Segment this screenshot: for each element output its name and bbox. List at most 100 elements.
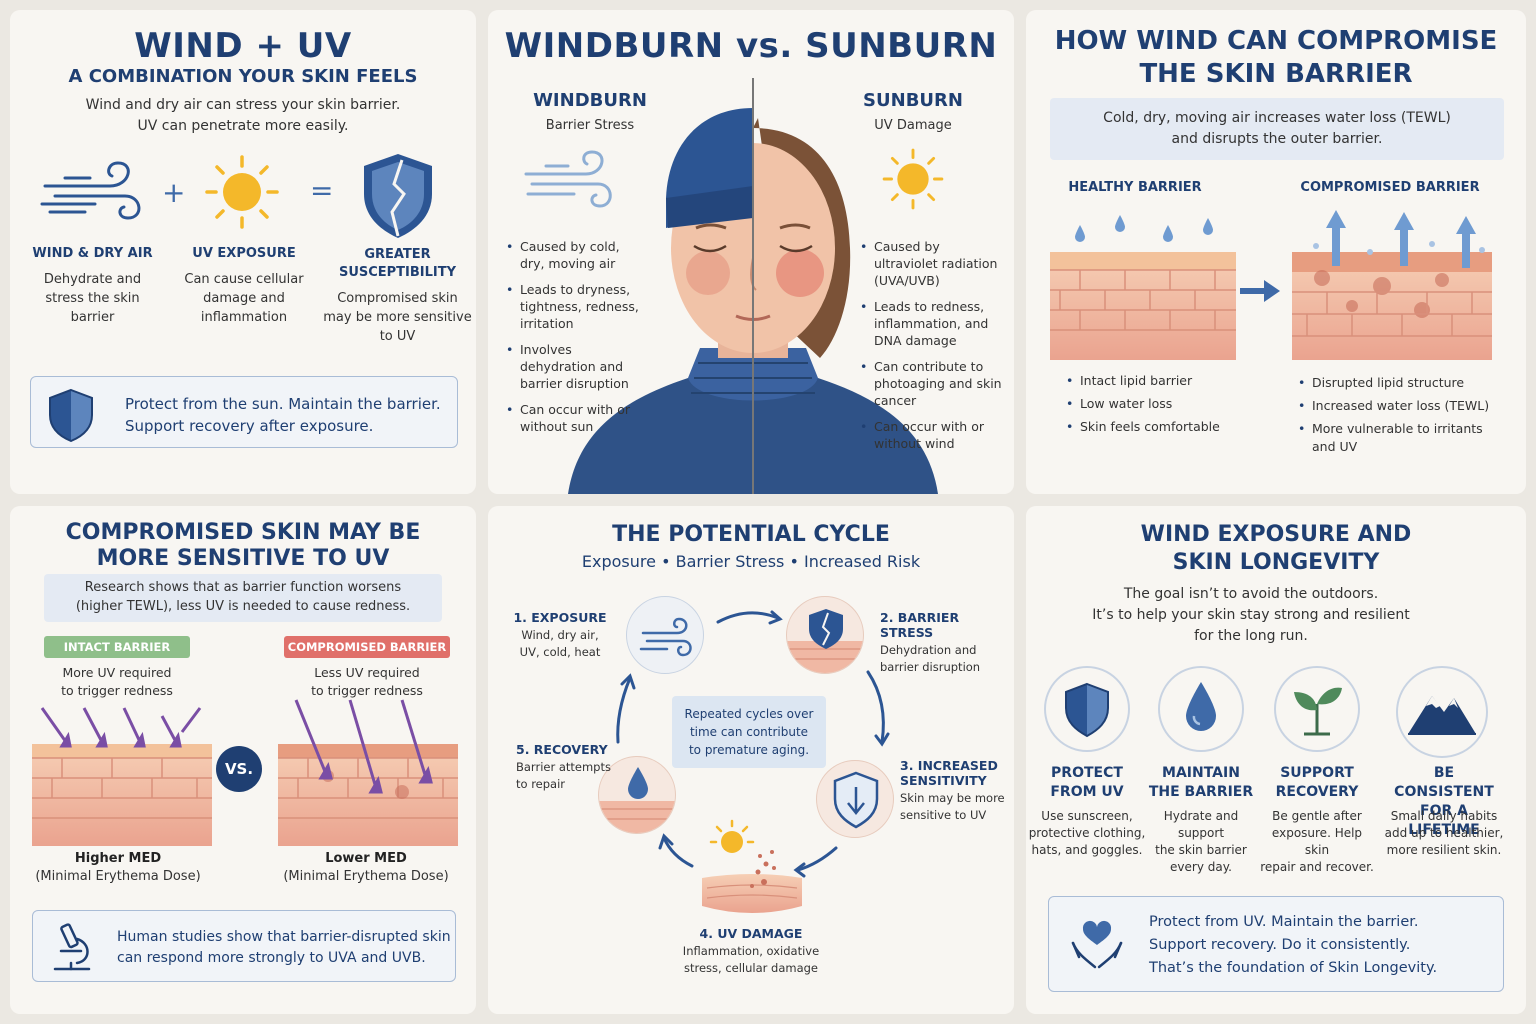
callout-text: Human studies show that barrier-disrupte… xyxy=(117,929,451,966)
shield-icon xyxy=(1044,666,1130,752)
mountain-icon xyxy=(1396,666,1488,758)
cycle-arrows xyxy=(588,602,928,922)
panel-title: WIND + UV xyxy=(134,26,352,66)
list-item: Skin feels comfortable xyxy=(1066,420,1266,435)
item-protect-desc: Use sunscreen,protective clothing,hats, … xyxy=(1028,809,1146,857)
panel-title-line-2: THE SKIN BARRIER xyxy=(1139,59,1413,89)
uv-damage-icon xyxy=(702,816,802,920)
callout-box: Human studies show that barrier-disrupte… xyxy=(32,910,456,982)
sprout-icon xyxy=(1274,666,1360,752)
sun-icon xyxy=(880,146,946,212)
panel-title-line-1: COMPROMISED SKIN MAY BE xyxy=(65,520,421,545)
list-item: Disrupted lipid structure xyxy=(1298,374,1498,392)
callout-text: Protect from the sun. Maintain the barri… xyxy=(125,395,441,435)
split-face-illustration xyxy=(558,78,948,494)
compromised-bullets: Disrupted lipid structure Increased wate… xyxy=(1298,374,1498,465)
healthy-skin-illustration xyxy=(1050,210,1236,360)
panel-subtitle: A COMBINATION YOUR SKIN FEELS xyxy=(68,66,418,87)
list-item: Leads to redness, inflammation, and DNA … xyxy=(860,298,1006,349)
info-box: Research shows that as barrier function … xyxy=(44,574,442,622)
panel-title-line-1: HOW WIND CAN COMPROMISE xyxy=(1054,26,1498,56)
sensitivity-icon xyxy=(816,760,894,838)
list-item: Low water loss xyxy=(1066,397,1266,412)
recovery-icon xyxy=(598,756,676,834)
step-1: 1. EXPOSURE Wind, dry air,UV, cold, heat xyxy=(513,610,607,659)
windburn-bullets: Caused by cold, dry, moving air Leads to… xyxy=(506,238,646,444)
microscope-icon xyxy=(47,921,97,973)
list-item: Intact lipid barrier xyxy=(1066,374,1266,389)
compromised-med: Lower MED(Minimal Erythema Dose) xyxy=(283,851,449,884)
exposure-icon xyxy=(626,596,704,674)
compromised-skin-illustration xyxy=(1292,206,1492,360)
compromised-skin-illustration xyxy=(278,696,458,846)
list-item: Can occur with or without sun xyxy=(506,401,646,435)
list-item: Can contribute to photoaging and skin ca… xyxy=(860,358,1006,409)
list-item: More vulnerable to irritants and UV xyxy=(1298,420,1498,456)
intro-text: The goal isn’t to avoid the outdoors.It’… xyxy=(1092,586,1410,644)
intact-barrier-badge: INTACT BARRIER xyxy=(44,636,190,658)
sunburn-bullets: Caused by ultraviolet radiation (UVA/UVB… xyxy=(860,238,1006,461)
list-item: Caused by ultraviolet radiation (UVA/UVB… xyxy=(860,238,1006,289)
item-label-uv: UV EXPOSURE xyxy=(192,246,296,261)
vs-badge: VS. xyxy=(216,746,262,792)
panel-title-line-2: MORE SENSITIVE TO UV xyxy=(96,546,390,571)
callout-text: Protect from UV. Maintain the barrier.Su… xyxy=(1149,914,1438,976)
panel-skin-barrier: HOW WIND CAN COMPROMISE THE SKIN BARRIER… xyxy=(1026,10,1526,494)
panel-windburn-vs-sunburn: WINDBURN vs. SUNBURN xyxy=(488,10,1014,494)
callout-box: Protect from UV. Maintain the barrier.Su… xyxy=(1048,896,1504,992)
healthy-bullets: Intact lipid barrier Low water loss Skin… xyxy=(1066,374,1266,443)
list-item: Caused by cold, dry, moving air xyxy=(506,238,646,272)
callout-box: Protect from the sun. Maintain the barri… xyxy=(30,376,458,448)
list-item: Can occur with or without wind xyxy=(860,418,1006,452)
list-item: Involves dehydration and barrier disrupt… xyxy=(506,341,646,392)
arrow-right-icon xyxy=(1240,278,1280,304)
equals-sign: = xyxy=(310,174,334,207)
step-3: 3. INCREASED SENSITIVITY Skin may be mor… xyxy=(900,758,1005,822)
shield-icon xyxy=(47,388,95,442)
plus-sign: + xyxy=(162,176,186,209)
panel-title: THE POTENTIAL CYCLE xyxy=(612,522,890,547)
list-item: Increased water loss (TEWL) xyxy=(1298,397,1498,415)
panel-subtitle: Exposure • Barrier Stress • Increased Ri… xyxy=(581,552,921,571)
panel-skin-longevity: WIND EXPOSURE AND SKIN LONGEVITY The goa… xyxy=(1026,506,1526,1014)
barrier-stress-icon xyxy=(786,596,864,674)
compromised-barrier-title: COMPROMISED BARRIER xyxy=(1300,180,1480,195)
intro-line-1: Wind and dry air can stress your skin ba… xyxy=(85,97,401,113)
panel-title: WINDBURN vs. SUNBURN xyxy=(504,26,998,66)
panel-title-line-2: SKIN LONGEVITY xyxy=(1172,550,1380,575)
item-label-wind: WIND & DRY AIR xyxy=(32,246,153,261)
panel-potential-cycle: THE POTENTIAL CYCLE Exposure • Barrier S… xyxy=(488,506,1014,1014)
info-box: Cold, dry, moving air increases water lo… xyxy=(1050,98,1504,160)
healthy-barrier-title: HEALTHY BARRIER xyxy=(1068,180,1202,195)
panel-wind-uv: WIND + UV A COMBINATION YOUR SKIN FEELS … xyxy=(10,10,476,494)
panel-uv-sensitivity: COMPROMISED SKIN MAY BE MORE SENSITIVE T… xyxy=(10,506,476,1014)
intact-skin-illustration xyxy=(32,704,212,846)
intro-line-2: UV can penetrate more easily. xyxy=(137,118,349,134)
water-drop-icon xyxy=(1158,666,1244,752)
sun-icon xyxy=(202,152,282,232)
heart-hands-icon xyxy=(1069,919,1125,971)
wind-icon xyxy=(524,148,614,214)
sunburn-title: SUNBURN xyxy=(863,90,963,111)
cracked-shield-icon xyxy=(358,150,438,240)
sunburn-subtitle: UV Damage xyxy=(874,118,952,133)
wind-icon xyxy=(40,158,145,228)
list-item: Leads to dryness, tightness, redness, ir… xyxy=(506,281,646,332)
panel-title-line-1: WIND EXPOSURE AND xyxy=(1140,522,1412,547)
windburn-title: WINDBURN xyxy=(533,90,647,111)
